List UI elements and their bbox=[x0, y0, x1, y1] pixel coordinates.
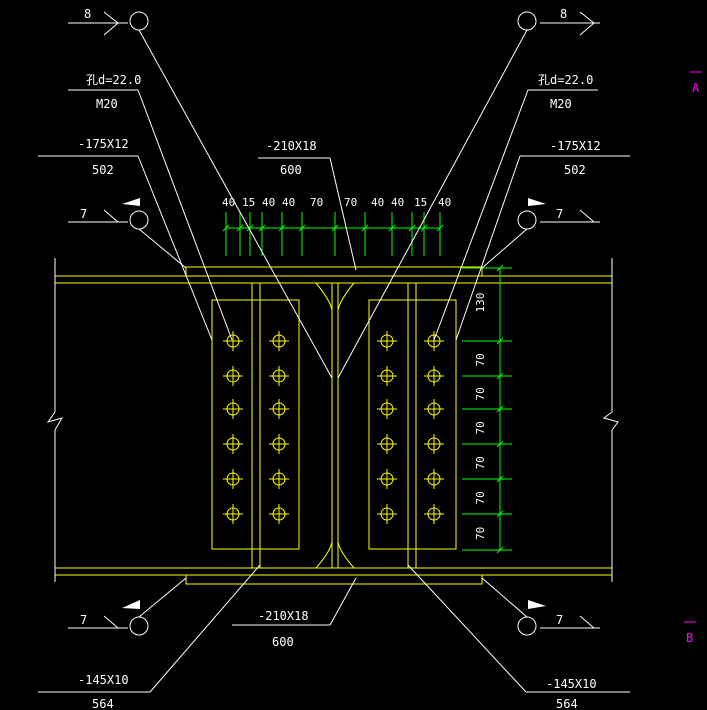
bolt-hole bbox=[424, 469, 444, 489]
leader-lines bbox=[38, 11, 630, 693]
bolt-label-left: M20 bbox=[96, 97, 118, 111]
bolt-label-right: M20 bbox=[550, 97, 572, 111]
web-plate-right-length: 502 bbox=[564, 163, 586, 177]
bolt-hole bbox=[269, 504, 289, 524]
bolt-hole bbox=[223, 366, 243, 386]
bolt-hole bbox=[424, 434, 444, 454]
web-plate-left-length: 502 bbox=[92, 163, 114, 177]
weld-size-flange-left: 7 bbox=[80, 207, 87, 221]
bolt-hole bbox=[377, 331, 397, 351]
bolt-hole bbox=[223, 434, 243, 454]
web-plate-right bbox=[368, 299, 457, 550]
bolt-hole bbox=[269, 434, 289, 454]
bolt-hole bbox=[223, 469, 243, 489]
bolt-hole bbox=[377, 434, 397, 454]
bolt-hole bbox=[223, 331, 243, 351]
dim-label: 70 bbox=[474, 491, 487, 504]
dim-label: 70 bbox=[344, 196, 357, 209]
bottom-flange-plate-label: -210X18 bbox=[258, 609, 309, 623]
dim-label: 130 bbox=[474, 293, 487, 313]
weld-size-flange-right: 7 bbox=[556, 207, 563, 221]
bottom-right-plate-length: 564 bbox=[556, 697, 578, 710]
bolt-hole bbox=[269, 331, 289, 351]
dim-label: 70 bbox=[474, 527, 487, 540]
dim-label: 40 bbox=[371, 196, 384, 209]
bolt-hole bbox=[223, 504, 243, 524]
section-mark-b: B bbox=[686, 631, 693, 645]
bolt-hole bbox=[223, 399, 243, 419]
dim-label: 40 bbox=[222, 196, 235, 209]
annotations: 8 8 孔d=22.0 M20 孔d=22.0 M20 -175X12 502 … bbox=[78, 7, 601, 710]
web-plate-left-label: -175X12 bbox=[78, 137, 129, 151]
dim-label: 70 bbox=[474, 353, 487, 366]
weld-size-bottom-left: 7 bbox=[80, 613, 87, 627]
dim-label: 40 bbox=[282, 196, 295, 209]
vertical-dimension-labels: 130 70 70 70 70 70 70 bbox=[474, 293, 487, 540]
bolt-group bbox=[223, 331, 444, 524]
dim-label: 15 bbox=[414, 196, 427, 209]
bolt-hole bbox=[377, 469, 397, 489]
bolt-hole bbox=[377, 399, 397, 419]
dim-label: 70 bbox=[474, 456, 487, 469]
dim-label: 70 bbox=[474, 387, 487, 400]
bolt-hole bbox=[377, 504, 397, 524]
bolt-hole bbox=[377, 366, 397, 386]
dim-label: 40 bbox=[391, 196, 404, 209]
top-flange-plate-length: 600 bbox=[280, 163, 302, 177]
bolt-hole bbox=[269, 399, 289, 419]
weld-size-top-left: 8 bbox=[84, 7, 91, 21]
bolt-hole bbox=[269, 469, 289, 489]
bottom-flange-plate-length: 600 bbox=[272, 635, 294, 649]
bolt-hole bbox=[424, 331, 444, 351]
bottom-right-plate-label: -145X10 bbox=[546, 677, 597, 691]
dim-label: 40 bbox=[438, 196, 451, 209]
hole-label-right: 孔d=22.0 bbox=[538, 73, 593, 87]
weld-flags bbox=[122, 198, 546, 609]
vertical-dimension bbox=[462, 264, 512, 554]
horizontal-dimension-labels: 40 15 40 40 70 70 40 40 15 40 bbox=[222, 196, 451, 209]
dim-label: 70 bbox=[310, 196, 323, 209]
bolt-hole bbox=[424, 399, 444, 419]
hole-label-left: 孔d=22.0 bbox=[86, 73, 141, 87]
flanges bbox=[55, 266, 612, 585]
horizontal-dimension bbox=[222, 212, 444, 256]
web-plate-left bbox=[211, 299, 300, 550]
weld-size-top-right: 8 bbox=[560, 7, 567, 21]
beam-outline bbox=[46, 258, 619, 582]
bolt-hole bbox=[424, 504, 444, 524]
weld-size-bottom-right: 7 bbox=[556, 613, 563, 627]
section-mark-a: A bbox=[692, 81, 700, 95]
dim-label: 15 bbox=[242, 196, 255, 209]
web-plate-right-label: -175X12 bbox=[550, 139, 601, 153]
bolt-hole bbox=[269, 366, 289, 386]
bolt-hole bbox=[424, 366, 444, 386]
section-marks: A B bbox=[684, 71, 702, 645]
dim-label: 70 bbox=[474, 421, 487, 434]
bottom-left-plate-length: 564 bbox=[92, 697, 114, 710]
bottom-left-plate-label: -145X10 bbox=[78, 673, 129, 687]
top-flange-plate-label: -210X18 bbox=[266, 139, 317, 153]
dim-label: 40 bbox=[262, 196, 275, 209]
